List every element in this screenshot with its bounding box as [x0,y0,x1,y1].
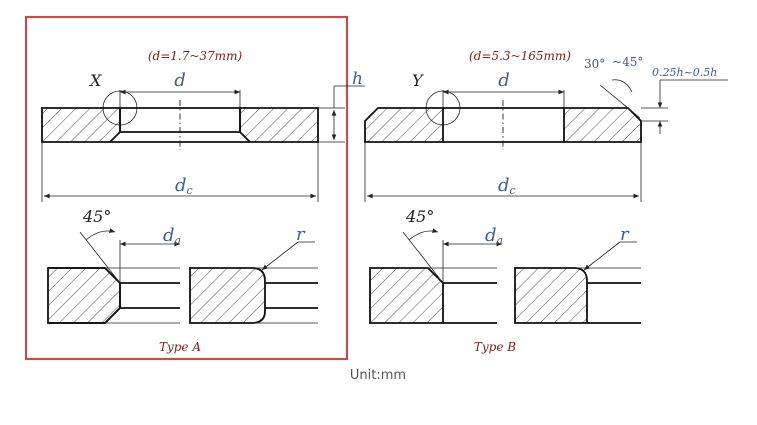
type-a-angle-arc [85,228,116,241]
type-b-range-label: (d=5.3~165mm) [469,49,571,63]
type-b-section-right [563,107,642,143]
type-b-caption: Type B [474,340,516,354]
type-b-view-letter: Y [412,71,424,90]
type-a-r-label: r [296,224,306,245]
type-a-caption: Type A [159,340,201,354]
type-a-section-right [239,107,319,143]
unit-label: Unit:mm [350,368,406,383]
type-b-da-label: da [485,225,503,247]
type-a-detail-radius [189,267,266,324]
type-a-dc-label: dc [175,175,193,197]
type-a-view-letter: X [88,71,102,90]
type-b-r-leader [583,241,621,271]
type-b-detail-radius [514,267,588,324]
type-a-range-label: (d=1.7~37mm) [148,49,243,63]
type-b-d-label: d [498,70,510,91]
type-a-h-label: h [352,69,363,89]
type-b-angle-label: 45° [405,207,434,226]
type-b-section-left [364,107,444,143]
type-b-angle-arc [408,228,439,241]
type-b-bevel-height: 0.25h~0.5h [652,66,717,79]
type-b-r-label: r [620,224,630,245]
type-b-dc-label: dc [498,175,516,197]
type-a-d-label: d [174,70,186,91]
type-a-detail-chamfer [47,267,121,324]
type-a-r-leader [261,241,299,271]
type-b-detail-chamfer [369,267,444,324]
type-a-section-left [41,107,121,143]
type-a-da-label: da [163,225,181,247]
type-b-bevel-angle-b: ~45° [612,55,643,69]
type-a-frame [24,15,349,361]
type-a-angle-label: 45° [82,207,111,226]
type-b-bevel-angle-a: 30° [584,57,605,71]
